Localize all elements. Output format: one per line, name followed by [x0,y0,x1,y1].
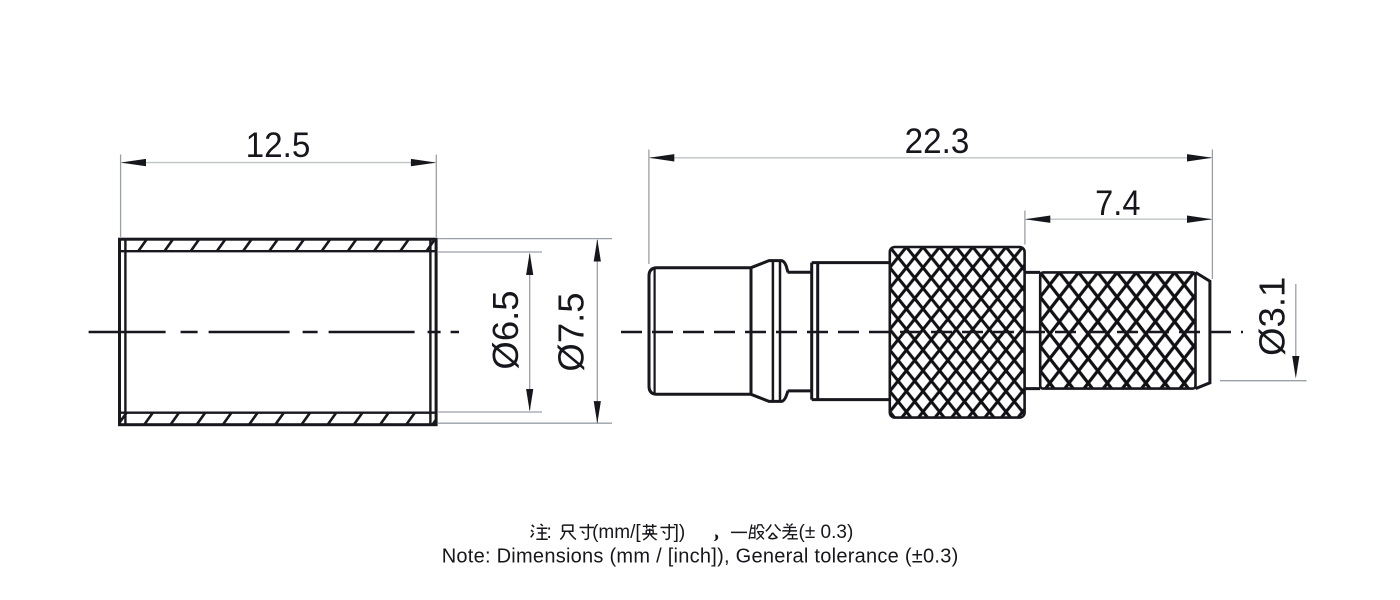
svg-text:]): ]) [674,522,686,543]
svg-text:12.5: 12.5 [246,126,311,165]
svg-text:22.3: 22.3 [905,122,970,161]
svg-text:Note: Dimensions (mm / [inch]): Note: Dimensions (mm / [inch]), General … [442,546,959,568]
svg-text:Ø3.1: Ø3.1 [1252,277,1293,356]
svg-text:(± 0.3): (± 0.3) [799,522,854,543]
svg-text:Ø7.5: Ø7.5 [551,292,592,371]
svg-text:Ø6.5: Ø6.5 [485,290,526,369]
svg-text::: : [547,522,552,543]
svg-text:(mm/[: (mm/[ [592,522,641,543]
svg-text:7.4: 7.4 [1095,184,1140,223]
